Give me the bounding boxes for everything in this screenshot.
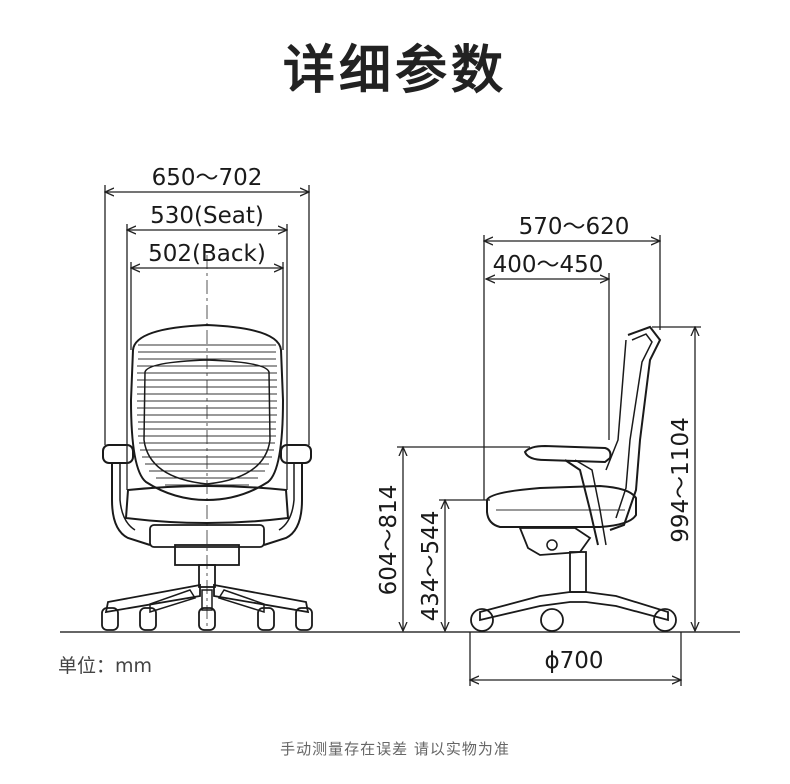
overall-width-label: 650～702 bbox=[152, 165, 263, 191]
seat-height-label: 434～544 bbox=[418, 511, 444, 622]
back-width-label: 502(Back) bbox=[148, 241, 266, 267]
seat-width-label: 530(Seat) bbox=[150, 203, 264, 229]
page-title: 详细参数 bbox=[282, 41, 507, 101]
measurement-disclaimer: 手动测量存在误差 请以实物为准 bbox=[280, 740, 510, 758]
front-backrest bbox=[129, 323, 285, 502]
front-casters bbox=[101, 607, 313, 631]
front-left-armpad bbox=[102, 444, 134, 464]
unit-label: 单位：mm bbox=[58, 655, 152, 677]
side-backrest bbox=[609, 325, 662, 531]
side-armpad bbox=[523, 444, 612, 464]
side-seat bbox=[486, 484, 637, 528]
front-view-chair bbox=[101, 255, 313, 631]
side-casters bbox=[470, 608, 677, 632]
total-height-label: 994～1104 bbox=[668, 417, 694, 542]
armrest-height-label: 604～814 bbox=[376, 485, 402, 596]
front-seat bbox=[124, 485, 290, 524]
front-right-armpad bbox=[280, 444, 312, 464]
front-backrest-mesh bbox=[137, 344, 277, 486]
front-dimension-lines bbox=[105, 185, 309, 490]
side-view-chair bbox=[470, 325, 677, 632]
side-dimension-lines bbox=[397, 235, 701, 686]
base-diameter-label: ϕ700 bbox=[544, 648, 603, 674]
seat-depth-label: 400～450 bbox=[493, 252, 604, 278]
overall-depth-label: 570～620 bbox=[519, 214, 630, 240]
side-base bbox=[479, 591, 669, 622]
